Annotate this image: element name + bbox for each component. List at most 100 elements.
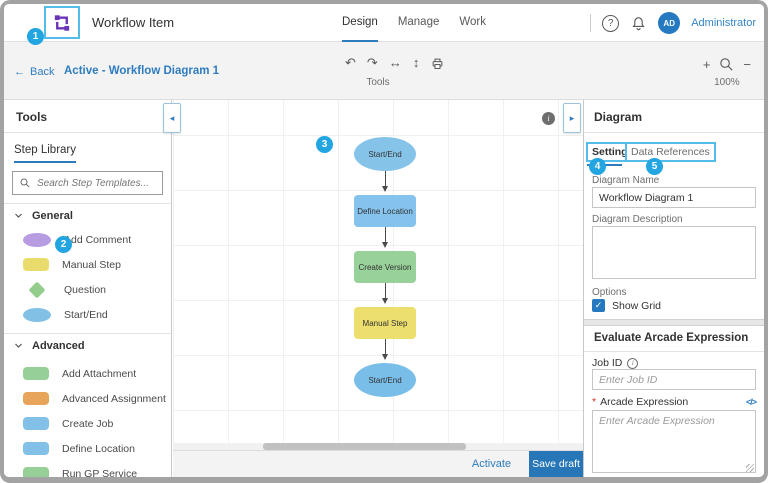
tab-data-references[interactable]: Data References: [625, 142, 716, 162]
show-grid-checkbox[interactable]: ✓: [592, 299, 605, 312]
redo-icon[interactable]: ↷: [366, 55, 378, 70]
workflow-logo-callout-box: [44, 6, 80, 39]
search-step-templates-input[interactable]: [37, 177, 156, 189]
node-label: Start/End: [368, 149, 402, 159]
chevron-down-icon: [14, 211, 23, 220]
show-grid-option[interactable]: ✓ Show Grid: [592, 299, 661, 312]
section-general[interactable]: General: [4, 203, 171, 227]
undo-icon[interactable]: ↶: [345, 55, 356, 70]
step-template-add-attachment[interactable]: Add Attachment: [4, 361, 171, 386]
flow-arrow: [380, 171, 390, 195]
collapse-left-panel-button[interactable]: ◂: [163, 103, 181, 133]
ellipse-shape-icon: [23, 232, 51, 247]
node-define-location[interactable]: Define Location: [354, 195, 416, 227]
save-draft-button[interactable]: Save draft: [529, 450, 583, 477]
breadcrumb: Active - Workflow Diagram 1: [64, 65, 220, 77]
step-template-question[interactable]: Question: [4, 277, 171, 302]
step-template-add-comment[interactable]: Add Comment: [4, 227, 171, 252]
node-manual-step[interactable]: Manual Step: [354, 307, 416, 339]
flow-arrow: [380, 283, 390, 307]
node-start-end-bottom[interactable]: Start/End: [354, 363, 416, 397]
zoom-magnifier-icon[interactable]: [718, 56, 735, 73]
back-button[interactable]: ← Back: [14, 66, 54, 78]
step-template-define-location[interactable]: Define Location: [4, 436, 171, 461]
diagram-description-textarea[interactable]: [592, 226, 756, 279]
node-label: Start/End: [368, 375, 402, 385]
section-general-label: General: [32, 209, 73, 222]
node-label: Define Location: [357, 206, 413, 216]
tools-sidebar: Tools Step Library 2 General: [4, 100, 172, 477]
workflow-diagram: Start/End Define Location Create Version…: [354, 137, 416, 397]
arcade-expression-label: Arcade Expression: [600, 396, 689, 408]
arcade-expression-textarea[interactable]: [592, 410, 756, 473]
job-id-info-icon[interactable]: i: [627, 357, 639, 369]
align-vertical-icon[interactable]: ↕: [412, 55, 420, 70]
collapse-left-icon: ◂: [169, 112, 175, 123]
job-id-label-row: Job ID i: [592, 357, 639, 369]
step-template-run-gp-service[interactable]: Run GP Service: [4, 461, 171, 477]
section-advanced[interactable]: Advanced: [4, 333, 171, 357]
rect-shape-icon: [23, 417, 49, 430]
rect-shape-icon: [23, 258, 49, 271]
diagram-description-label: Diagram Description: [592, 214, 683, 225]
avatar[interactable]: AD: [658, 12, 681, 34]
canvas-horizontal-scrollbar: [173, 443, 583, 450]
tools-group: ↶ ↷ ↔ ↕ Tools: [345, 55, 445, 88]
job-id-input[interactable]: [592, 369, 756, 390]
node-start-end-top[interactable]: Start/End: [354, 137, 416, 171]
step-label: Question: [64, 283, 107, 296]
zoom-in-icon[interactable]: +: [702, 56, 711, 72]
tab-step-library[interactable]: Step Library: [14, 144, 77, 163]
required-asterisk: *: [592, 396, 597, 408]
diagram-name-input[interactable]: [592, 187, 756, 208]
tab-manage[interactable]: Manage: [397, 16, 440, 28]
node-create-version[interactable]: Create Version: [354, 251, 416, 283]
app-header: 1 Workflow Item Design Manage Work ? AD …: [4, 4, 764, 45]
align-horizontal-icon[interactable]: ↔: [388, 55, 402, 70]
zoom-level: 100%: [714, 77, 740, 88]
step-template-create-job[interactable]: Create Job: [4, 411, 171, 436]
flow-arrow: [380, 227, 390, 251]
rect-shape-icon: [23, 442, 49, 455]
step-template-start-end[interactable]: Start/End: [4, 302, 171, 327]
header-tabs: Design Manage Work: [342, 4, 486, 42]
zoom-out-icon[interactable]: −: [743, 56, 751, 72]
callout-badge-2: 2: [55, 236, 72, 253]
node-label: Create Version: [358, 262, 412, 272]
callout-badge-1: 1: [27, 28, 44, 45]
step-template-advanced-assignment[interactable]: Advanced Assignment: [4, 386, 171, 411]
activate-button[interactable]: Activate: [471, 458, 511, 470]
collapse-right-panel-button[interactable]: ▸: [563, 103, 581, 133]
rect-shape-icon: [23, 367, 49, 380]
app-window: 1 Workflow Item Design Manage Work ? AD …: [4, 4, 764, 477]
tab-work[interactable]: Work: [459, 16, 486, 28]
help-icon[interactable]: ?: [602, 14, 620, 32]
step-label: Manual Step: [62, 258, 121, 271]
panel-title: Diagram: [584, 100, 764, 133]
job-id-label: Job ID: [592, 357, 623, 369]
code-editor-icon[interactable]: </>: [745, 397, 757, 407]
canvas-info-icon[interactable]: i: [542, 112, 555, 125]
panel-separator: [584, 319, 764, 326]
check-icon: ✓: [594, 300, 603, 310]
print-icon[interactable]: [430, 56, 445, 71]
notifications-bell-icon[interactable]: [630, 14, 647, 33]
workflow-item-logo-icon[interactable]: [51, 12, 73, 34]
user-name[interactable]: Administrator: [691, 17, 756, 29]
diamond-shape-icon: [28, 281, 46, 298]
step-label: Define Location: [62, 442, 135, 455]
header-actions: ? AD Administrator: [590, 4, 756, 42]
scrollbar-thumb[interactable]: [263, 443, 466, 450]
callout-badge-4: 4: [589, 158, 606, 175]
step-template-manual-step[interactable]: Manual Step: [4, 252, 171, 277]
search-icon: [19, 177, 31, 189]
arcade-expression-label-row: * Arcade Expression </>: [592, 396, 757, 408]
tab-design[interactable]: Design: [342, 4, 378, 42]
zoom-controls: + − 100%: [702, 55, 751, 89]
chevron-down-icon: [14, 341, 23, 350]
arcade-section-title: Evaluate Arcade Expression: [594, 332, 749, 344]
sidebar-tabs: Step Library: [4, 133, 171, 163]
diagram-canvas[interactable]: ◂ i ▸ 3 Start/End Define Location Create…: [163, 100, 583, 477]
back-label: Back: [30, 66, 55, 78]
